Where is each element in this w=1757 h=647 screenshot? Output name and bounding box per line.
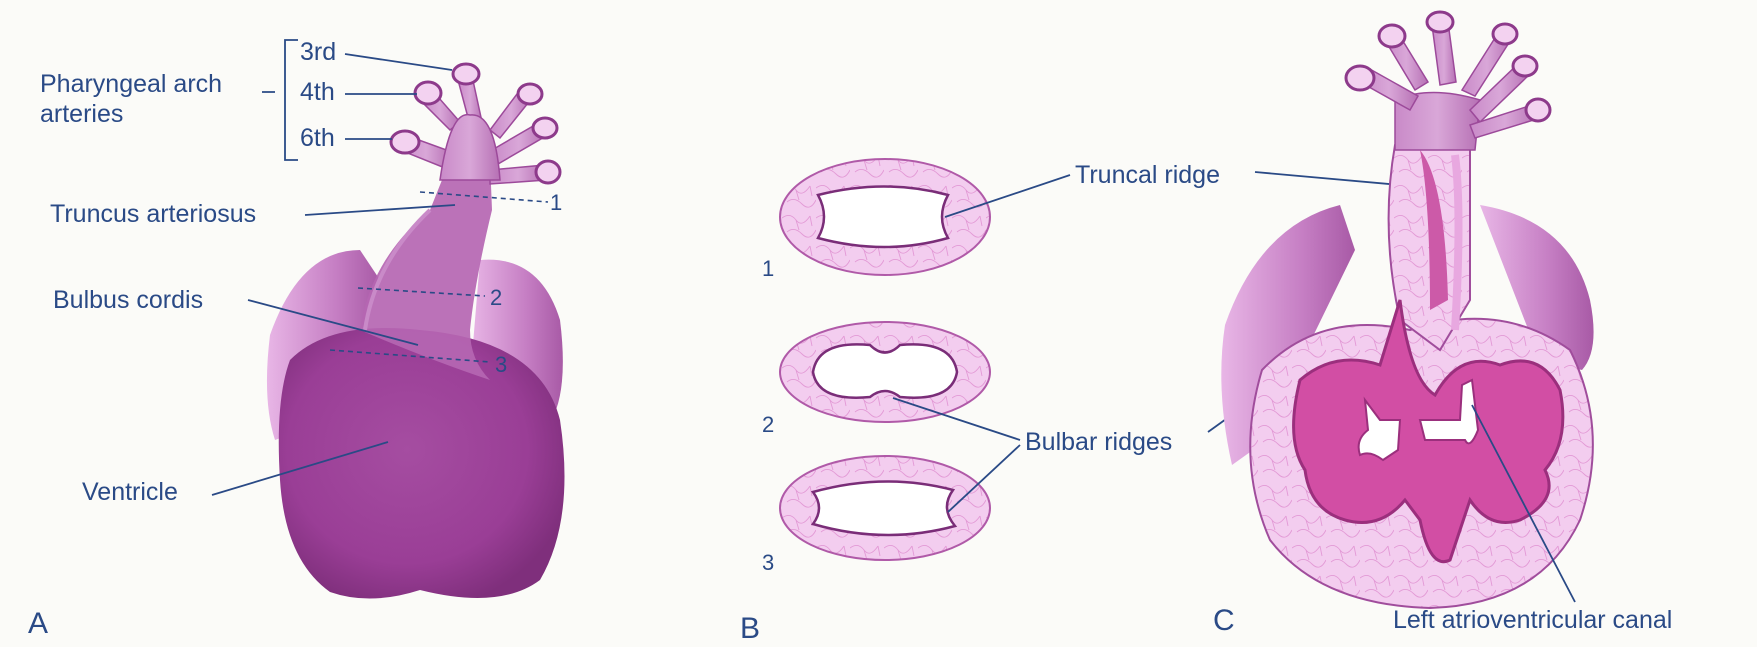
pharyngeal-label-line2: arteries (40, 100, 123, 128)
cross-section-2 (780, 322, 990, 422)
section-1-label-a: 1 (550, 190, 562, 215)
section-2-label-b: 2 (762, 412, 774, 437)
cross-section-1 (780, 159, 990, 275)
pharyngeal-label-line1: Pharyngeal arch (40, 70, 222, 98)
cross-section-3 (780, 456, 990, 560)
arch-4th-label: 4th (300, 78, 335, 106)
panel-b-drawing (780, 159, 990, 560)
panel-c-drawing (1221, 12, 1593, 608)
section-2-label-a: 2 (490, 285, 502, 310)
panel-b-label: B (740, 612, 760, 645)
bulbus-label: Bulbus cordis (53, 286, 203, 314)
ventricle-shape (279, 328, 565, 599)
truncus-label: Truncus arteriosus (50, 200, 256, 228)
section-3-label-a: 3 (495, 352, 507, 377)
bulbar-ridges-label: Bulbar ridges (1025, 428, 1172, 456)
section-3-label-b: 3 (762, 550, 774, 575)
ventricle-label: Ventricle (82, 478, 178, 506)
pharyngeal-bracket (262, 40, 298, 160)
arch-3rd-label: 3rd (300, 38, 336, 66)
section-1-label-b: 1 (762, 256, 774, 281)
truncal-ridge-label: Truncal ridge (1075, 161, 1220, 189)
panel-c-label: C (1213, 604, 1235, 637)
panel-a-label: A (28, 607, 48, 640)
arch-6th-label: 6th (300, 124, 335, 152)
left-av-canal-label: Left atrioventricular canal (1393, 606, 1672, 634)
